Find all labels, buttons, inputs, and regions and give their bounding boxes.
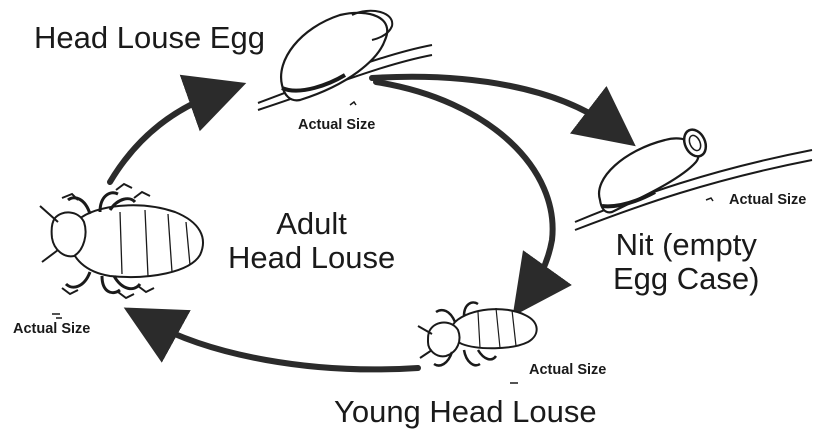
adult-label-line2: Head Louse bbox=[228, 241, 395, 275]
arrow-adult-to-egg bbox=[110, 93, 218, 182]
nit-icon bbox=[575, 126, 812, 230]
adult-label: Adult Head Louse bbox=[228, 207, 395, 275]
egg-label: Head Louse Egg bbox=[34, 21, 265, 55]
young-size-note: Actual Size bbox=[529, 363, 606, 379]
arrow-young-to-adult bbox=[150, 322, 418, 369]
young-louse-icon bbox=[418, 303, 537, 384]
young-label: Young Head Louse bbox=[334, 395, 597, 429]
adult-louse-icon bbox=[40, 184, 203, 318]
adult-label-line1: Adult bbox=[228, 207, 395, 241]
egg-size-note: Actual Size bbox=[298, 118, 375, 134]
arrow-egg-to-nit bbox=[372, 77, 612, 128]
egg-icon bbox=[258, 11, 432, 110]
arrow-egg-to-young bbox=[376, 82, 553, 292]
nit-label-line2: Egg Case) bbox=[613, 262, 759, 296]
adult-size-note: Actual Size bbox=[13, 322, 90, 338]
nit-label-line1: Nit (empty bbox=[613, 228, 759, 262]
nit-size-note: Actual Size bbox=[729, 193, 806, 209]
nit-label: Nit (empty Egg Case) bbox=[613, 228, 759, 296]
